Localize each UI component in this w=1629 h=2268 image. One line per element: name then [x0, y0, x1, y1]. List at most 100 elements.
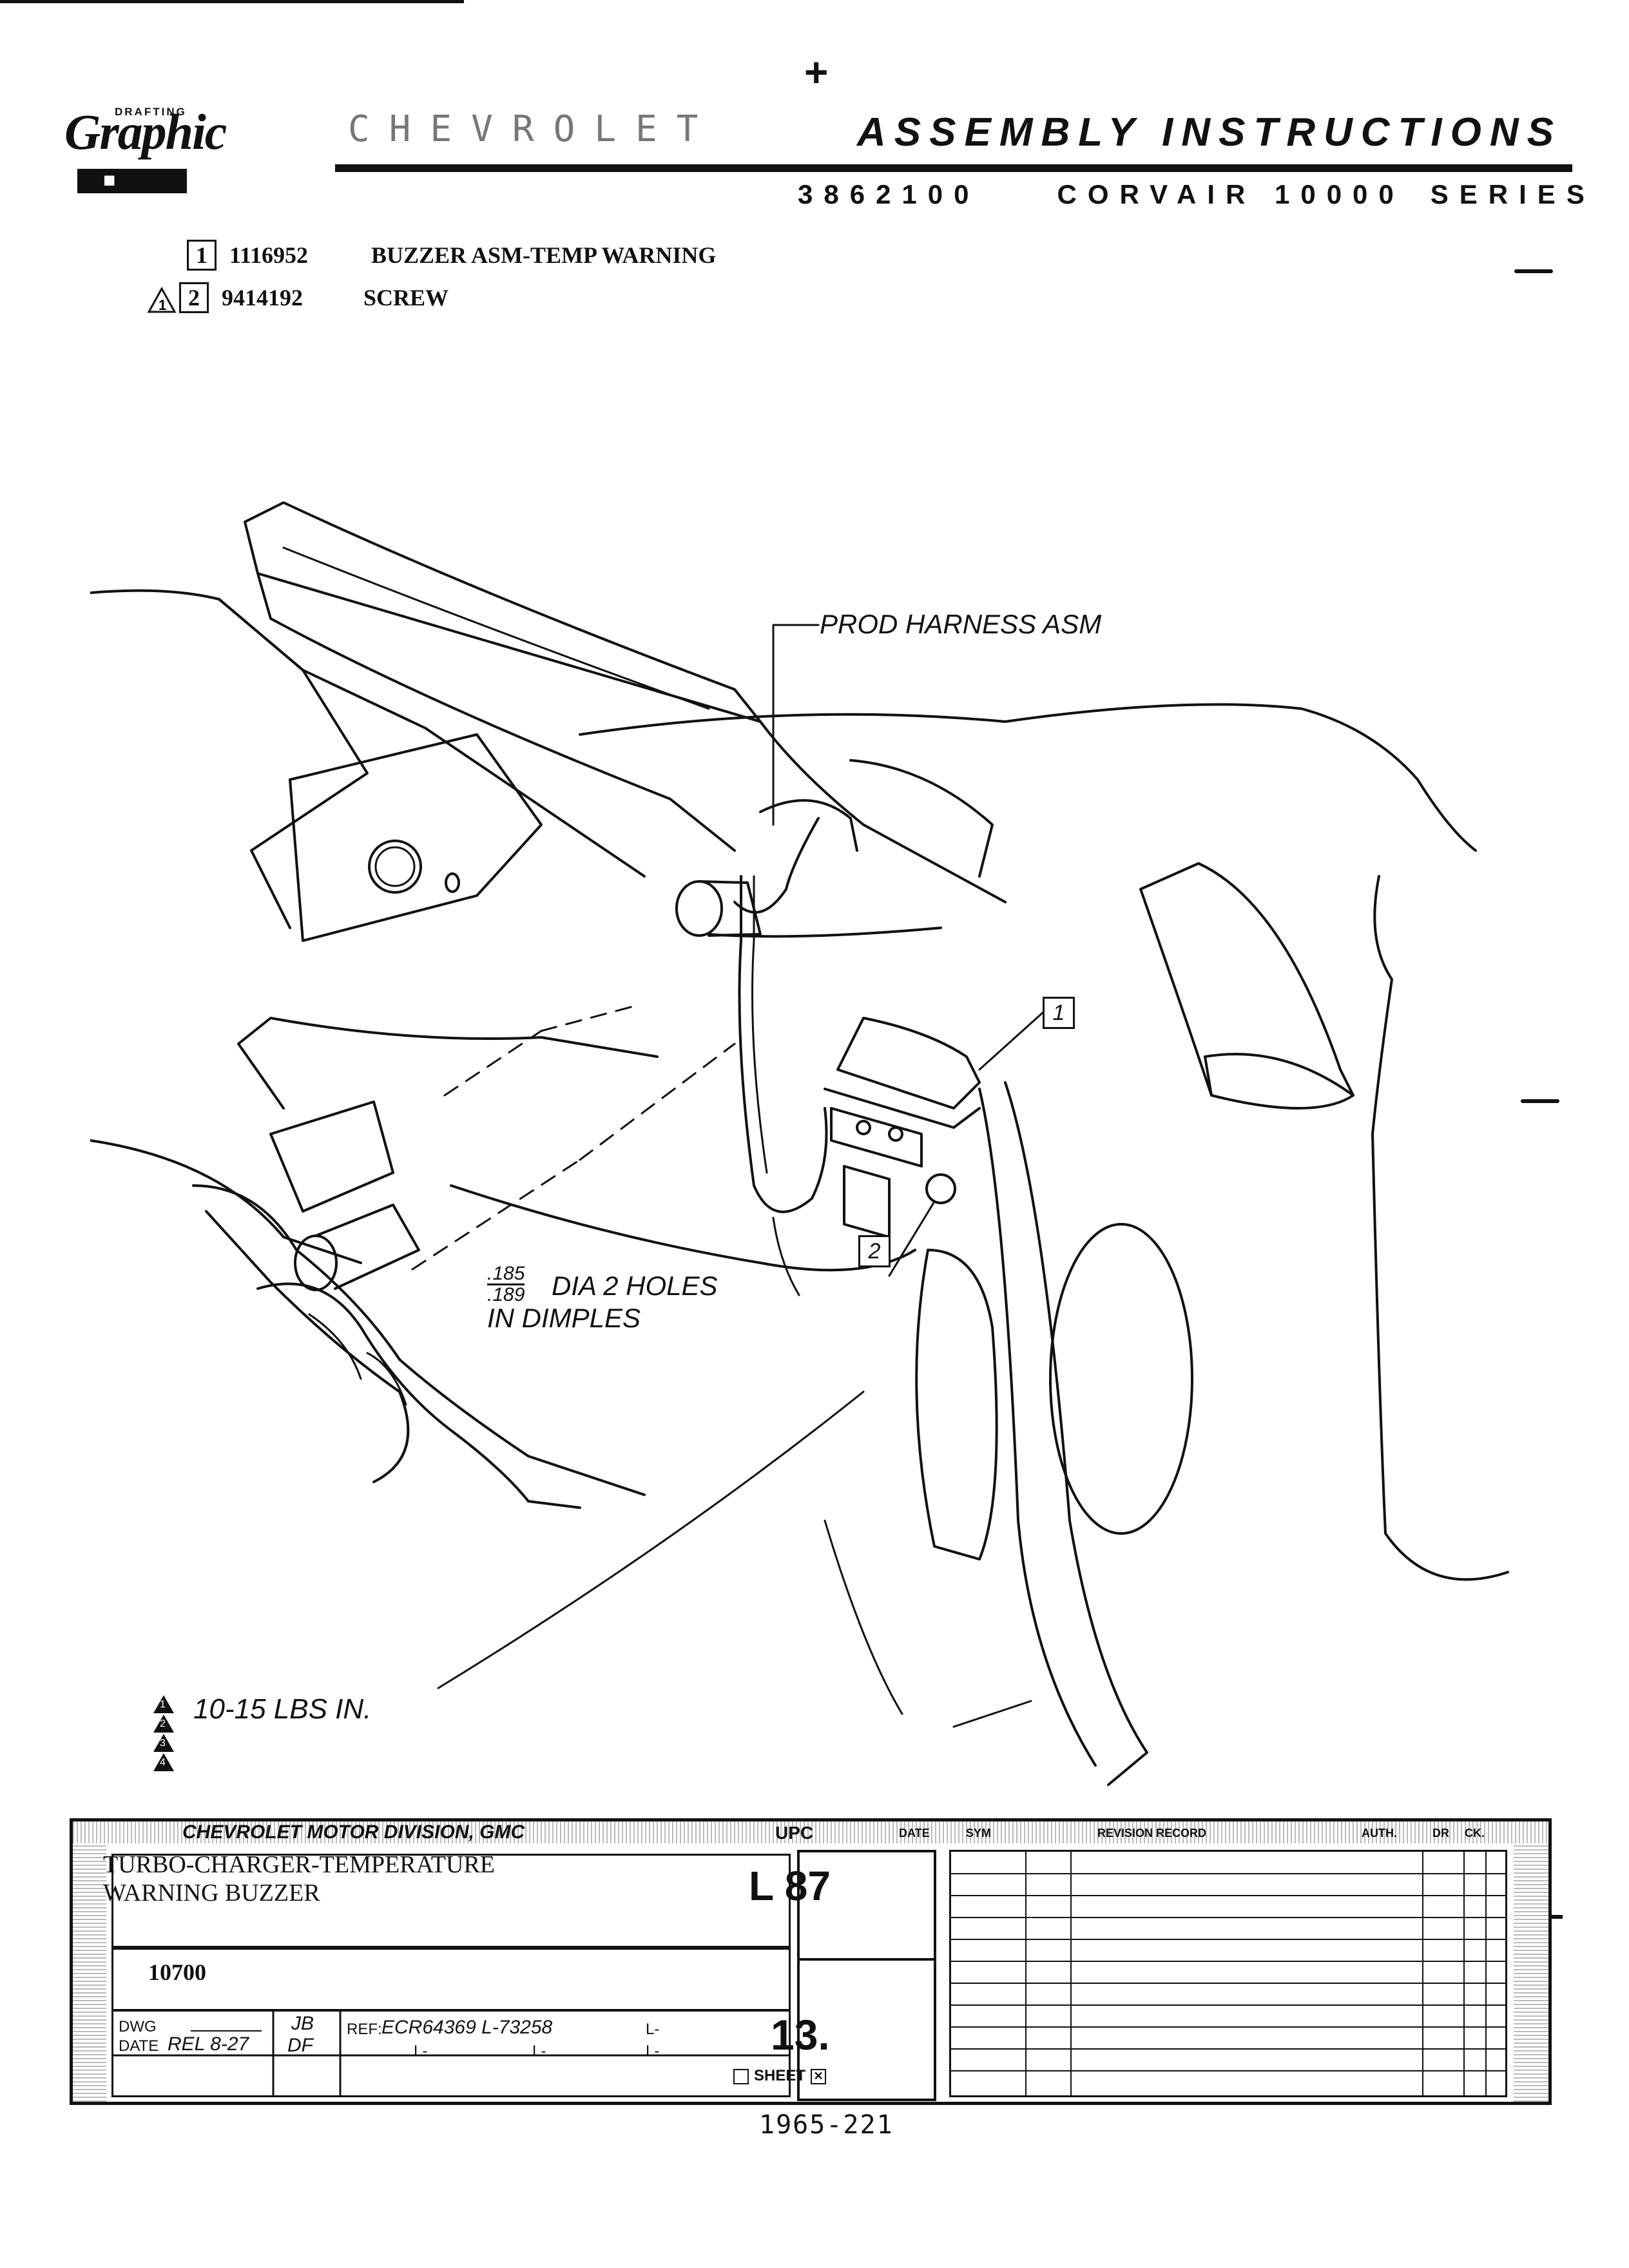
torque-triangle-1: 1: [153, 1695, 174, 1714]
wheel-opening: [1049, 1223, 1193, 1535]
lower-edge: [952, 1700, 1032, 1728]
graphic-logo: DRAFTING Graphic ■: [64, 97, 335, 206]
triangle-icon: 4: [153, 1753, 174, 1771]
faded-brand-text: CHEVROLET: [348, 108, 718, 150]
title-block-stipple: [73, 1821, 1548, 1843]
margin-mark: [1514, 269, 1553, 273]
lower-rail-2: [205, 1210, 410, 1483]
drawing-title: TURBO-CHARGER-TEMPERATURE WARNING BUZZER: [103, 1850, 495, 1907]
description-box: [111, 1854, 791, 1948]
title-block: CHEVROLET MOTOR DIVISION, GMC UPC DATE S…: [70, 1818, 1552, 2105]
logo-bar: [77, 169, 187, 193]
lower-fin: [256, 1282, 581, 1509]
dwg-grid-lines: [113, 2012, 789, 2095]
drawing-number: 10700: [148, 1959, 206, 1985]
ck-header: CK.: [1465, 1827, 1485, 1840]
callout-leader-1: [978, 1010, 1045, 1071]
title-block-stipple-right: [1514, 1843, 1548, 2102]
l-mark: L-: [532, 2042, 546, 2060]
sheet-label-text: SHEET: [754, 2067, 806, 2084]
torque-triangle-2: 2: [153, 1714, 174, 1733]
part-number: 9414192: [222, 285, 303, 311]
torque-triangle-icon: 1: [147, 286, 177, 313]
hole-size-denominator: .189: [487, 1284, 525, 1305]
sheet-box: [797, 1958, 936, 2101]
margin-mark: [1521, 1099, 1559, 1103]
part-number: 1116952: [229, 242, 309, 268]
body-panel-top: [90, 589, 646, 878]
screw-head: [925, 1173, 956, 1204]
logo-script-text: Graphic: [64, 104, 227, 160]
date-header: DATE: [899, 1827, 930, 1840]
buzzer-bracket: [824, 1088, 981, 1129]
auth-header: AUTH.: [1362, 1827, 1397, 1840]
triangle-icon: 3: [153, 1734, 174, 1752]
sheet-number: 13.: [771, 2011, 830, 2059]
seat-cushion: [1139, 862, 1354, 1110]
pillar-right: [1004, 1081, 1148, 1786]
harness-clip: [759, 799, 858, 852]
holes-callout-line2: IN DIMPLES: [487, 1303, 641, 1333]
triangle-number: 2: [160, 1718, 166, 1729]
lower-rail: [192, 1184, 646, 1496]
series-label: SERIES: [1430, 179, 1595, 209]
sym-header: SYM: [966, 1827, 992, 1840]
lower-body: [90, 1139, 362, 1264]
item-box: 1: [187, 240, 217, 271]
part-number: 3862100: [798, 179, 980, 209]
right-fender: [579, 703, 1477, 852]
part-row-2: 1 2 9414192 SCREW: [147, 282, 448, 314]
floor-edge: [237, 1017, 659, 1110]
floor-line-2: [824, 1519, 903, 1715]
drawing-number-box: [111, 1948, 791, 2011]
round-hole-inner: [374, 846, 416, 887]
hole-size-fraction: .185 .189: [487, 1264, 525, 1305]
bowtie-icon: ■: [103, 168, 116, 191]
fin-detail: [366, 1352, 407, 1406]
revision-header: REVISION RECORD: [1097, 1827, 1207, 1840]
drawing-title-line1: TURBO-CHARGER-TEMPERATURE: [103, 1851, 496, 1878]
fender-edge: [759, 720, 1007, 903]
tube: [314, 1204, 420, 1290]
fin-detail: [308, 1313, 362, 1380]
revision-grid-lines: [951, 1852, 1505, 2095]
upc-code: L 87: [749, 1863, 831, 1909]
rail-line: [282, 546, 710, 710]
l-mark: L-: [414, 2042, 428, 2060]
dwg-initials: JB: [291, 2013, 314, 2034]
mount-hole: [856, 1120, 871, 1135]
l-mark: L-: [646, 2021, 660, 2038]
upc-label: UPC: [775, 1823, 814, 1843]
floor-line: [437, 1390, 865, 1689]
seat-edge: [1204, 1053, 1354, 1097]
triangle-icon: 2: [153, 1715, 174, 1733]
brace: [269, 1100, 394, 1213]
harness-wire-down-2: [751, 875, 768, 1174]
page-title: ASSEMBLY INSTRUCTIONS: [857, 110, 1562, 155]
connector: [675, 880, 723, 937]
harness-wire: [733, 817, 820, 914]
connector-body: [698, 880, 762, 937]
title-rule: [335, 164, 1572, 172]
drawing-title-line2: WARNING BUZZER: [103, 1879, 320, 1907]
part-description: SCREW: [363, 285, 449, 311]
rail-underside: [256, 572, 736, 852]
assembly-drawing: [90, 501, 1509, 1786]
triangle-icon: 1: [153, 1695, 174, 1713]
item-box: 2: [179, 282, 209, 313]
part-row-1: 1 1116952 BUZZER ASM-TEMP WARNING: [187, 240, 716, 271]
hidden-line: [411, 1043, 736, 1271]
body-panel-left: [218, 598, 369, 929]
item-2-callout: 2: [858, 1235, 891, 1267]
torque-legend: 1 2 3 4: [153, 1695, 174, 1772]
part-description: BUZZER ASM-TEMP WARNING: [371, 242, 717, 268]
hidden-line: [443, 1004, 639, 1097]
round-hole: [368, 840, 422, 894]
sheet-id: 1965-221: [759, 2110, 894, 2140]
dr-header: DR: [1432, 1827, 1449, 1840]
tube-end: [294, 1235, 338, 1291]
top-border-rule: [0, 0, 464, 3]
torque-spec: 10-15 LBS IN.: [193, 1693, 372, 1725]
sheet-checkbox-empty: [733, 2068, 749, 2084]
model-name: CORVAIR 10000: [1057, 179, 1405, 209]
